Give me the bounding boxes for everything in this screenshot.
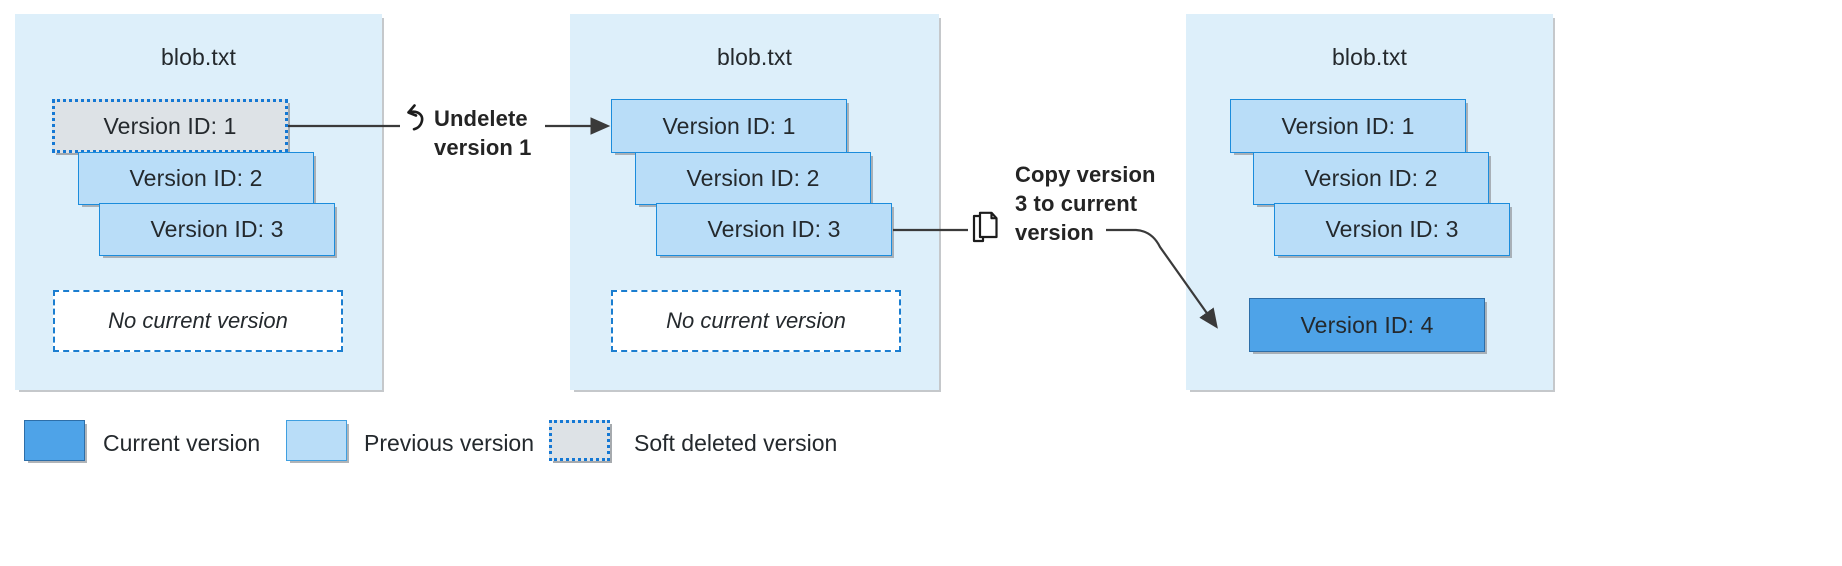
copy-annotation: Copy version 3 to current version xyxy=(1015,160,1165,247)
undelete-annotation-line2: version 1 xyxy=(434,135,532,161)
panel-initial-version-3[interactable]: Version ID: 3 xyxy=(99,203,335,256)
panel-after-undelete-no-current-version: No current version xyxy=(611,290,901,352)
panel-after-copy-version-3[interactable]: Version ID: 3 xyxy=(1274,203,1510,256)
panel-after-copy-current-version[interactable]: Version ID: 4 xyxy=(1249,298,1485,352)
undo-arrow-icon xyxy=(407,104,424,131)
version-label: Version ID: 2 xyxy=(1304,165,1438,191)
legend-swatch-soft-deleted-version xyxy=(549,420,610,461)
panel-after-copy-title: blob.txt xyxy=(1332,44,1407,70)
legend-label-current-version: Current version xyxy=(103,430,261,456)
copy-pages-icon xyxy=(972,211,998,243)
panel-initial-title: blob.txt xyxy=(161,44,236,70)
copy-annotation-line1: Copy version xyxy=(1015,162,1156,187)
panel-initial-version-2[interactable]: Version ID: 2 xyxy=(78,152,314,205)
version-label: Version ID: 1 xyxy=(1281,112,1415,139)
copy-annotation-line3: version xyxy=(1015,220,1094,246)
panel-after-copy-version-1[interactable]: Version ID: 1 xyxy=(1230,99,1466,153)
copy-annotation-line2: 3 to current xyxy=(1015,191,1138,217)
version-label: Version ID: 4 xyxy=(1300,311,1434,338)
legend-label-soft-deleted-version: Soft deleted version xyxy=(634,430,838,456)
panel-initial-version-1[interactable]: Version ID: 1 xyxy=(52,99,288,153)
no-current-version-label: No current version xyxy=(666,308,846,333)
undelete-annotation-line1: Undelete xyxy=(434,106,528,131)
panel-initial-no-current-version: No current version xyxy=(53,290,343,352)
panel-after-undelete-version-3[interactable]: Version ID: 3 xyxy=(656,203,892,256)
panel-after-undelete-title: blob.txt xyxy=(717,44,792,70)
version-label: Version ID: 2 xyxy=(129,165,263,191)
version-label: Version ID: 1 xyxy=(103,112,237,139)
legend-swatch-current-version xyxy=(24,420,85,461)
undelete-annotation: Undelete version 1 xyxy=(434,104,554,162)
panel-after-undelete-version-1[interactable]: Version ID: 1 xyxy=(611,99,847,153)
legend-swatch-previous-version xyxy=(286,420,347,461)
panel-after-copy-version-2[interactable]: Version ID: 2 xyxy=(1253,152,1489,205)
version-label: Version ID: 3 xyxy=(150,216,284,242)
legend-label-previous-version: Previous version xyxy=(364,430,535,456)
version-label: Version ID: 2 xyxy=(686,165,820,191)
version-label: Version ID: 3 xyxy=(1325,216,1459,242)
panel-after-undelete-version-2[interactable]: Version ID: 2 xyxy=(635,152,871,205)
no-current-version-label: No current version xyxy=(108,308,288,333)
version-label: Version ID: 1 xyxy=(662,112,796,139)
version-label: Version ID: 3 xyxy=(707,216,841,242)
